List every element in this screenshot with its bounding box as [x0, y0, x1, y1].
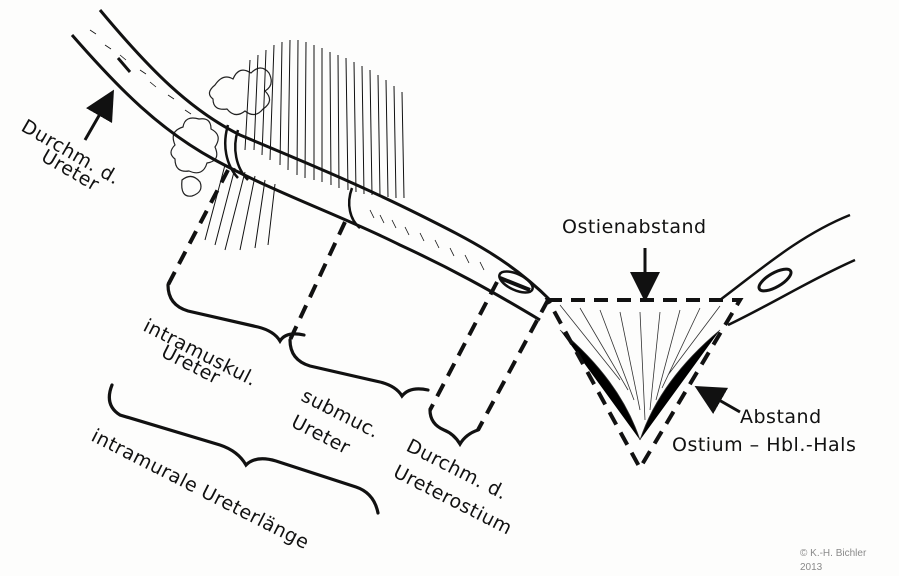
detrusor-muscle — [204, 39, 405, 251]
ureteral-ostium — [498, 270, 534, 294]
label-ostium-distance: Ostienabstand — [562, 216, 707, 238]
copyright-line-2: 2013 — [800, 562, 823, 573]
label-intramural-length: intramurale Ureterlänge — [88, 425, 313, 554]
muscle-sleeve — [224, 124, 361, 229]
label-distance-2: Ostium – Hbl.-Hals — [672, 434, 856, 456]
arrow-distance-neck — [694, 386, 741, 414]
brace-intramural — [107, 383, 380, 515]
contralateral-ureter — [719, 213, 856, 327]
braces — [107, 283, 480, 515]
label-distance-1: Abstand — [740, 406, 822, 428]
ureter — [70, 9, 552, 322]
arrows — [83, 89, 741, 414]
measurement-dashes — [166, 169, 744, 473]
arrow-ureter-diameter — [83, 89, 114, 141]
brace-submucosal — [288, 338, 430, 399]
fat-tissue — [170, 67, 272, 197]
copyright-line-1: © K.-H. Bichler — [800, 548, 867, 559]
brace-intramuscular — [166, 283, 306, 345]
brace-ostium-diameter — [428, 408, 480, 448]
